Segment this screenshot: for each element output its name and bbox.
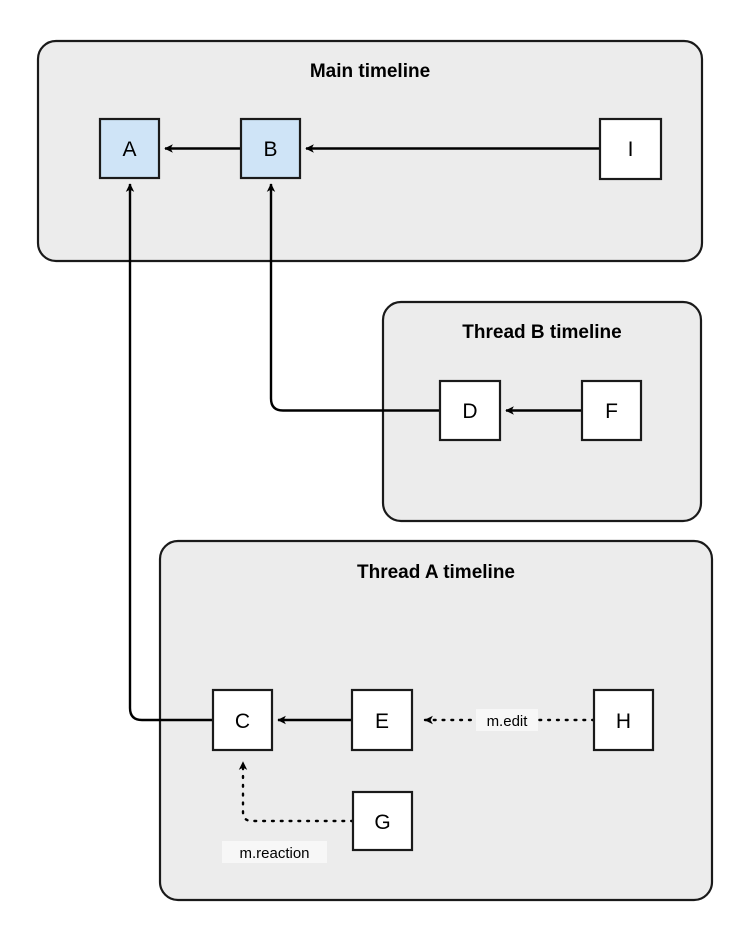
edge-c-to-a bbox=[125, 183, 213, 722]
node-f-rect[interactable] bbox=[580, 379, 643, 442]
node-a[interactable]: A bbox=[98, 117, 161, 180]
node-b[interactable]: B bbox=[239, 117, 302, 180]
node-f-label: F bbox=[605, 400, 618, 423]
node-c-label: C bbox=[235, 710, 250, 733]
node-b-rect[interactable] bbox=[239, 117, 302, 180]
node-h[interactable]: H bbox=[592, 688, 655, 752]
node-b-label: B bbox=[263, 138, 277, 161]
group-thread-b-timeline-title: Thread B timeline bbox=[462, 322, 621, 343]
node-a-rect[interactable] bbox=[98, 117, 161, 180]
edge-label-m-edit: m.edit bbox=[476, 709, 538, 731]
node-d-label: D bbox=[462, 400, 477, 423]
node-d-rect[interactable] bbox=[438, 379, 502, 442]
node-g-rect[interactable] bbox=[351, 790, 414, 852]
node-i[interactable]: I bbox=[598, 117, 663, 181]
node-a-label: A bbox=[122, 138, 136, 161]
group-main-timeline-rect bbox=[36, 39, 704, 263]
node-h-label: H bbox=[616, 710, 631, 733]
group-thread-a-timeline-title: Thread A timeline bbox=[357, 562, 515, 583]
node-e-label: E bbox=[375, 710, 389, 733]
node-e-rect[interactable] bbox=[350, 688, 414, 752]
group-main-timeline-title: Main timeline bbox=[310, 61, 430, 82]
edge-label-m-reaction: m.reaction bbox=[222, 841, 327, 863]
node-i-label: I bbox=[628, 138, 634, 161]
edge-label-m-edit-text: m.edit bbox=[487, 713, 529, 730]
node-f[interactable]: F bbox=[580, 379, 643, 442]
node-c-rect[interactable] bbox=[211, 688, 274, 752]
node-g[interactable]: G bbox=[351, 790, 414, 852]
edge-label-m-edit-bg bbox=[476, 709, 538, 731]
node-c[interactable]: C bbox=[211, 688, 274, 752]
node-d[interactable]: D bbox=[438, 379, 502, 442]
node-i-rect[interactable] bbox=[598, 117, 663, 181]
edge-d-to-b bbox=[266, 183, 440, 412]
edge-g-to-c bbox=[238, 760, 355, 823]
node-g-label: G bbox=[374, 811, 390, 834]
node-h-rect[interactable] bbox=[592, 688, 655, 752]
edge-label-m-reaction-text: m.reaction bbox=[239, 845, 309, 862]
edge-label-m-reaction-bg bbox=[222, 841, 327, 863]
group-main-timeline: Main timeline bbox=[36, 39, 704, 263]
node-e[interactable]: E bbox=[350, 688, 414, 752]
